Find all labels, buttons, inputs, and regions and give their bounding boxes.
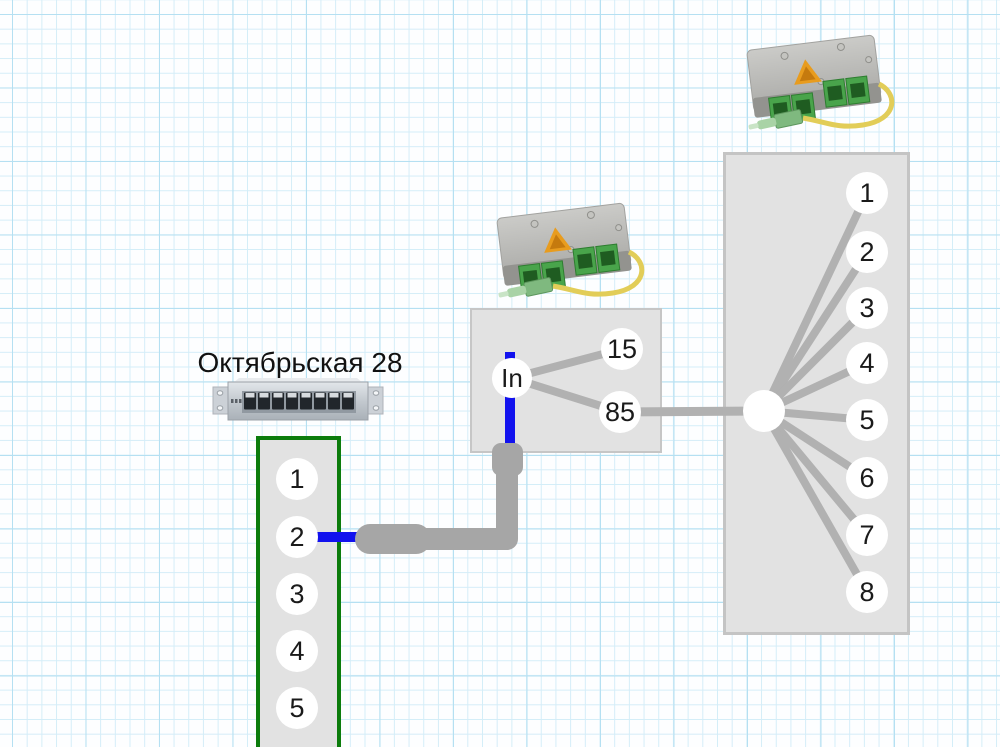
conduit-sleeve-left[interactable] xyxy=(355,524,431,554)
splitter-hub-node[interactable] xyxy=(743,390,785,432)
building-port-2[interactable]: 2 xyxy=(276,516,318,558)
building-port-5[interactable]: 5 xyxy=(276,687,318,729)
conduit-sleeve-top[interactable] xyxy=(492,443,523,476)
splitter-out-7[interactable]: 7 xyxy=(846,514,888,556)
link-85-splitter[interactable] xyxy=(619,406,765,417)
fiber-termination-box-image-middle[interactable] xyxy=(497,203,642,302)
link-hub-3[interactable] xyxy=(761,305,870,414)
link-hub-2[interactable] xyxy=(760,249,871,414)
building-label: Октябрьская 28 xyxy=(197,347,403,378)
link-hub-1[interactable] xyxy=(760,191,871,413)
splitter-out-2[interactable]: 2 xyxy=(846,231,888,273)
splitter-out-6[interactable]: 6 xyxy=(846,457,888,499)
building-port-3[interactable]: 3 xyxy=(276,573,318,615)
link-hub-7[interactable] xyxy=(760,408,871,538)
building-port-4[interactable]: 4 xyxy=(276,630,318,672)
fiber-termination-box-image-top[interactable] xyxy=(747,35,892,134)
patch-panel-image[interactable] xyxy=(212,377,384,421)
splitter-out-4[interactable]: 4 xyxy=(846,342,888,384)
coupler-out-15-node[interactable]: 15 xyxy=(601,328,643,370)
splitter-out-3[interactable]: 3 xyxy=(846,287,888,329)
coupler-in-node[interactable]: In xyxy=(492,358,532,398)
splitter-out-8[interactable]: 8 xyxy=(846,571,888,613)
coupler-out-85-node[interactable]: 85 xyxy=(599,391,641,433)
splitter-out-5[interactable]: 5 xyxy=(846,399,888,441)
link-hub-8[interactable] xyxy=(760,409,871,594)
building-port-1[interactable]: 1 xyxy=(276,458,318,500)
splitter-out-1[interactable]: 1 xyxy=(846,172,888,214)
